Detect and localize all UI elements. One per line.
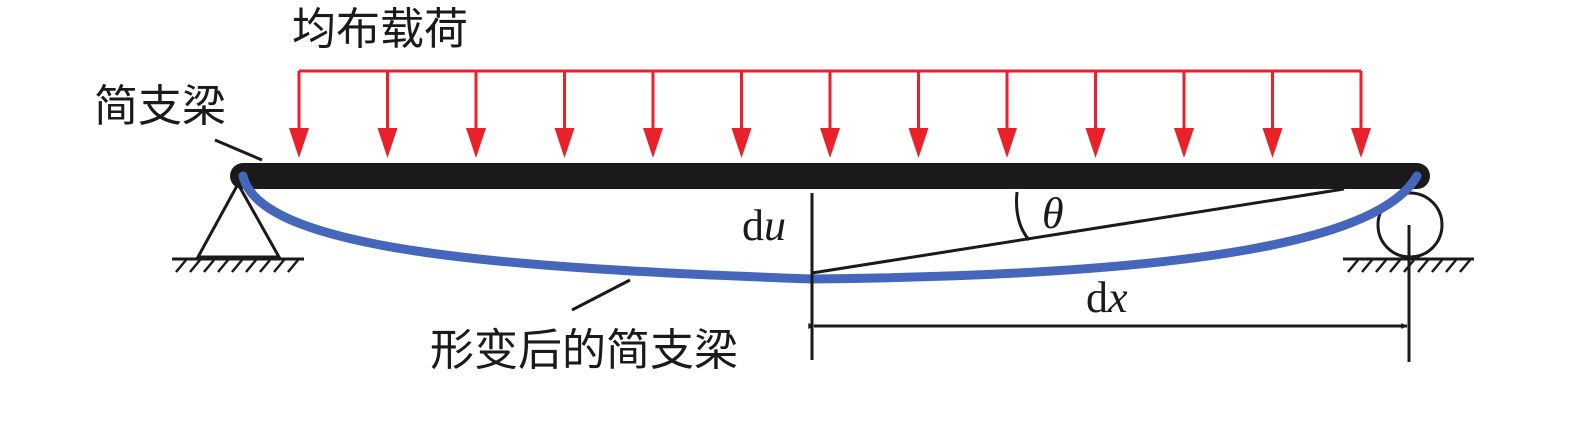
theta-arc	[1015, 191, 1031, 241]
dx-prefix: d	[1086, 273, 1108, 322]
ground-hatch-line	[203, 259, 215, 273]
load-arrow-head	[1351, 128, 1371, 158]
load-arrow-head	[643, 128, 663, 158]
ground-hatch-line	[1375, 259, 1387, 273]
ground-hatch-line	[175, 259, 187, 273]
du-label: du	[742, 201, 786, 250]
ground-hatch-left	[175, 259, 299, 273]
du-variable: u	[764, 201, 786, 250]
ground-hatch-line	[231, 259, 243, 273]
load-arrow-head	[997, 128, 1017, 158]
load-arrow-head	[1262, 128, 1283, 158]
load-arrow-head	[1174, 128, 1194, 158]
ground-hatch-line	[217, 259, 229, 273]
ground-hatch-line	[1361, 259, 1373, 273]
theta-label: θ	[1042, 189, 1064, 238]
load-label: 均布载荷	[292, 4, 468, 55]
beam-label-leader	[214, 138, 263, 162]
deformed-beam	[238, 171, 1422, 284]
load-arrow-head	[731, 128, 752, 158]
load-arrow-head	[466, 128, 486, 158]
beam-label: 简支梁	[94, 81, 226, 132]
deformed-beam-label-leader	[571, 278, 631, 312]
ground-hatch-line	[1417, 259, 1429, 273]
load-arrow-head	[289, 128, 309, 158]
ground-hatch-line	[273, 259, 285, 273]
load-arrow-head	[1085, 128, 1106, 158]
ground-hatch-line	[1347, 259, 1359, 273]
load-arrow-head	[908, 128, 929, 158]
deformed-beam-label: 形变后的简支梁	[430, 325, 738, 376]
dx-variable: x	[1107, 273, 1128, 322]
ground-hatch-line	[1431, 259, 1443, 273]
ground-hatch-line	[1445, 259, 1457, 273]
load-arrow-head	[820, 128, 840, 158]
dx-label: dx	[1086, 273, 1128, 322]
pin-support	[172, 180, 304, 273]
distributed-load	[289, 69, 1371, 158]
ground-hatch-line	[245, 259, 257, 273]
ground-hatch-line	[287, 259, 299, 273]
ground-hatch-line	[259, 259, 271, 273]
ground-hatch-line	[1459, 259, 1471, 273]
du-prefix: d	[742, 201, 764, 250]
ground-hatch-line	[189, 259, 201, 273]
pin-support-triangle	[195, 180, 282, 259]
load-arrow-head	[377, 128, 398, 158]
load-arrow-head	[554, 128, 575, 158]
slope-line	[811, 187, 1345, 275]
ground-hatch-line	[1389, 259, 1401, 273]
